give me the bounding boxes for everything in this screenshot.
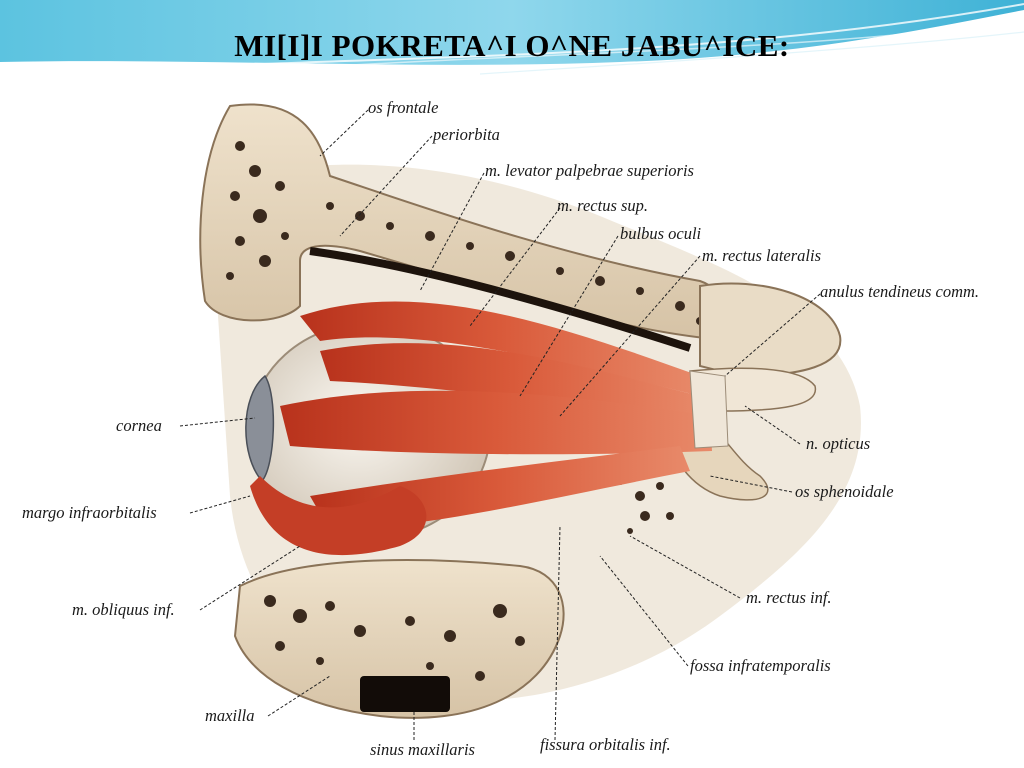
rectus-sup-muscle xyxy=(320,343,705,421)
label-n-opticus: n. opticus xyxy=(806,434,871,453)
slide-title: MI[I]I POKRETA^I O^NE JABU^ICE: xyxy=(234,28,790,63)
slide-header: MI[I]I POKRETA^I O^NE JABU^ICE: xyxy=(0,0,1024,76)
label-obliquus: m. obliquus inf. xyxy=(72,600,175,619)
rectus-lateralis-muscle xyxy=(280,390,712,455)
levator-muscle xyxy=(300,301,700,396)
label-periorbita: periorbita xyxy=(433,125,500,144)
label-margo: margo infraorbitalis xyxy=(22,503,157,522)
orbit-illustration xyxy=(179,103,861,741)
label-bulbus-oculi: bulbus oculi xyxy=(620,224,702,243)
label-rectus-sup: m. rectus sup. xyxy=(557,196,649,215)
label-anulus: anulus tendineus comm. xyxy=(820,282,980,301)
maxilla-pores xyxy=(264,595,525,681)
sinus-maxillaris-opening xyxy=(360,676,450,712)
header-wave-background xyxy=(0,0,1024,76)
leader-lines xyxy=(179,109,821,741)
label-maxilla: maxilla xyxy=(205,706,255,725)
label-cornea: cornea xyxy=(116,416,162,435)
periorbita-line xyxy=(309,247,692,352)
label-levator: m. levator palpebrae superioris xyxy=(485,161,694,180)
eye-anatomy-figure: os frontale periorbita m. levator palpeb… xyxy=(0,76,1024,768)
label-rectus-inf: m. rectus inf. xyxy=(746,588,832,607)
label-fossa: fossa infratemporalis xyxy=(690,656,831,675)
frontal-bone-pores xyxy=(226,141,704,325)
anulus-tendon xyxy=(689,370,729,449)
label-os-frontale: os frontale xyxy=(368,98,439,117)
label-fissura: fissura orbitalis inf. xyxy=(540,735,671,754)
label-sinus: sinus maxillaris xyxy=(370,740,475,759)
label-os-sphenoidale: os sphenoidale xyxy=(795,482,894,501)
obliquus-inf-muscle xyxy=(250,476,427,556)
label-rectus-lateralis: m. rectus lateralis xyxy=(702,246,822,265)
